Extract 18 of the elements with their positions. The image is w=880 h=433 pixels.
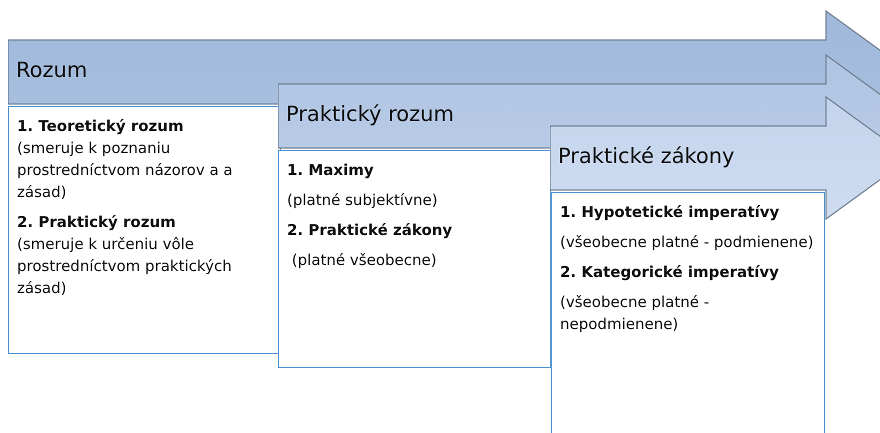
text-card — [278, 150, 551, 368]
item-heading: 2. Kategorické imperatívy — [560, 262, 780, 283]
item-description: (smeruje k určeniu vôle prostredníctvom praktických zásad) — [17, 234, 233, 299]
item-description: (platné všeobecne) — [290, 250, 438, 271]
item-heading: 1. Hypotetické imperatívy — [560, 202, 780, 223]
item-description: (všeobecne platné - podmienene) — [560, 232, 814, 253]
text-card — [8, 106, 281, 354]
text-card — [551, 192, 825, 433]
item-description: (platné subjektívne) — [287, 190, 439, 211]
item-heading: 2. Praktický rozum — [17, 212, 177, 233]
item-heading: 1. Maximy — [287, 160, 375, 181]
item-description: (všeobecne platné - nepodmienene) — [560, 292, 710, 335]
item-heading: 1. Teoretický rozum — [17, 116, 185, 137]
stage-heading: Praktické zákony — [558, 144, 734, 168]
stage-heading: Rozum — [16, 58, 88, 82]
item-description: (smeruje k poznaniu prostredníctvom názorov a a zásad) — [17, 138, 234, 203]
item-heading: 2. Praktické zákony — [287, 220, 454, 241]
stage-heading: Praktický rozum — [286, 102, 454, 126]
